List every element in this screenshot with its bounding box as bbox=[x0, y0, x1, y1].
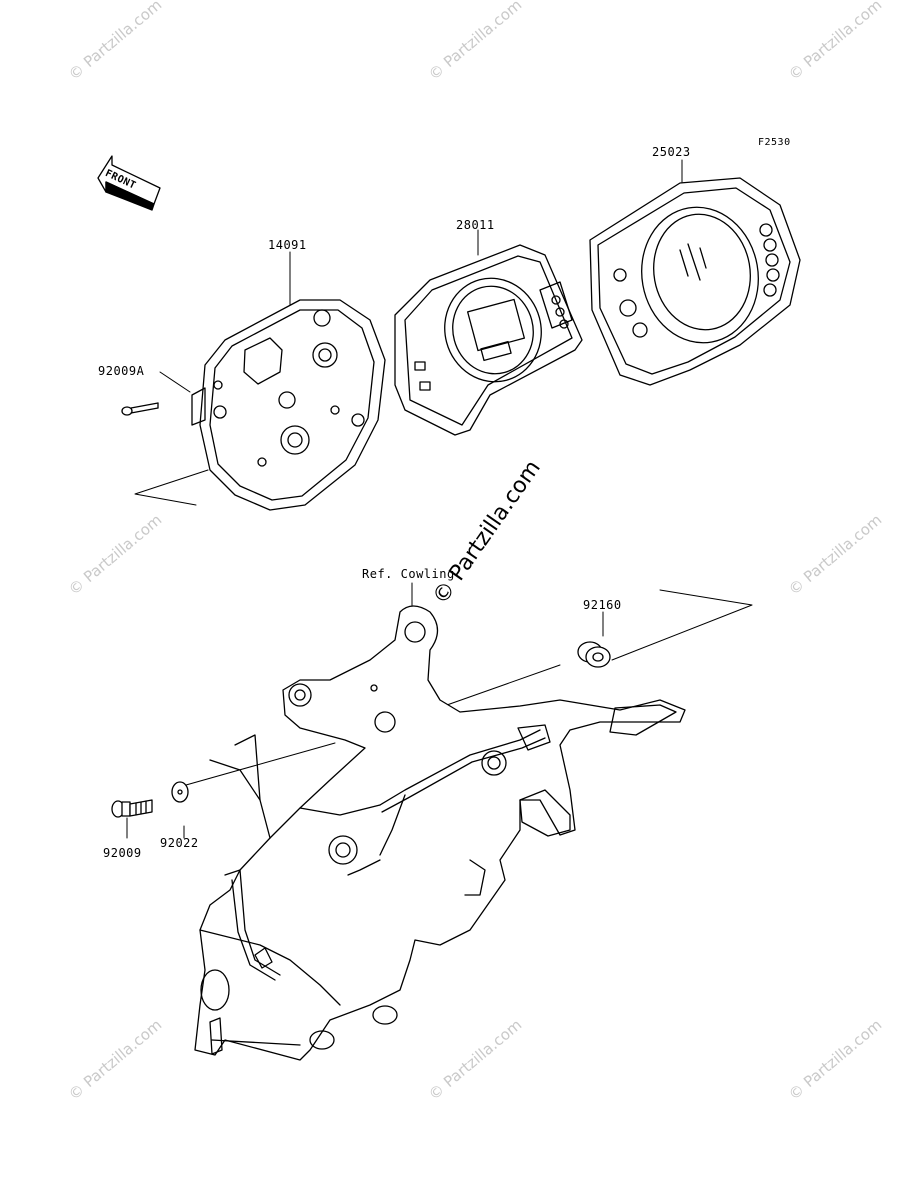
front-arrow-icon bbox=[97, 155, 161, 211]
ref-cowling-label[interactable]: Ref. Cowling bbox=[362, 567, 455, 581]
part-label-92009A[interactable]: 92009A bbox=[98, 364, 145, 378]
meter-assy-28011 bbox=[394, 244, 583, 436]
diagram-code: F2530 bbox=[758, 137, 791, 148]
screw-92009A bbox=[121, 402, 159, 416]
part-label-25023[interactable]: 25023 bbox=[652, 145, 691, 159]
part-label-92160[interactable]: 92160 bbox=[583, 598, 622, 612]
bolt-92009 bbox=[111, 799, 153, 818]
part-label-28011[interactable]: 28011 bbox=[456, 218, 495, 232]
leader-lines bbox=[126, 159, 753, 839]
part-label-92022[interactable]: 92022 bbox=[160, 836, 199, 850]
meter-cover-25023 bbox=[589, 177, 801, 386]
washer-92022 bbox=[171, 781, 189, 803]
part-label-92009[interactable]: 92009 bbox=[103, 846, 142, 860]
grommet-92160 bbox=[577, 641, 611, 668]
meter-stay-bracket bbox=[194, 605, 686, 1061]
part-label-14091[interactable]: 14091 bbox=[268, 238, 307, 252]
meter-case-14091 bbox=[191, 299, 386, 511]
